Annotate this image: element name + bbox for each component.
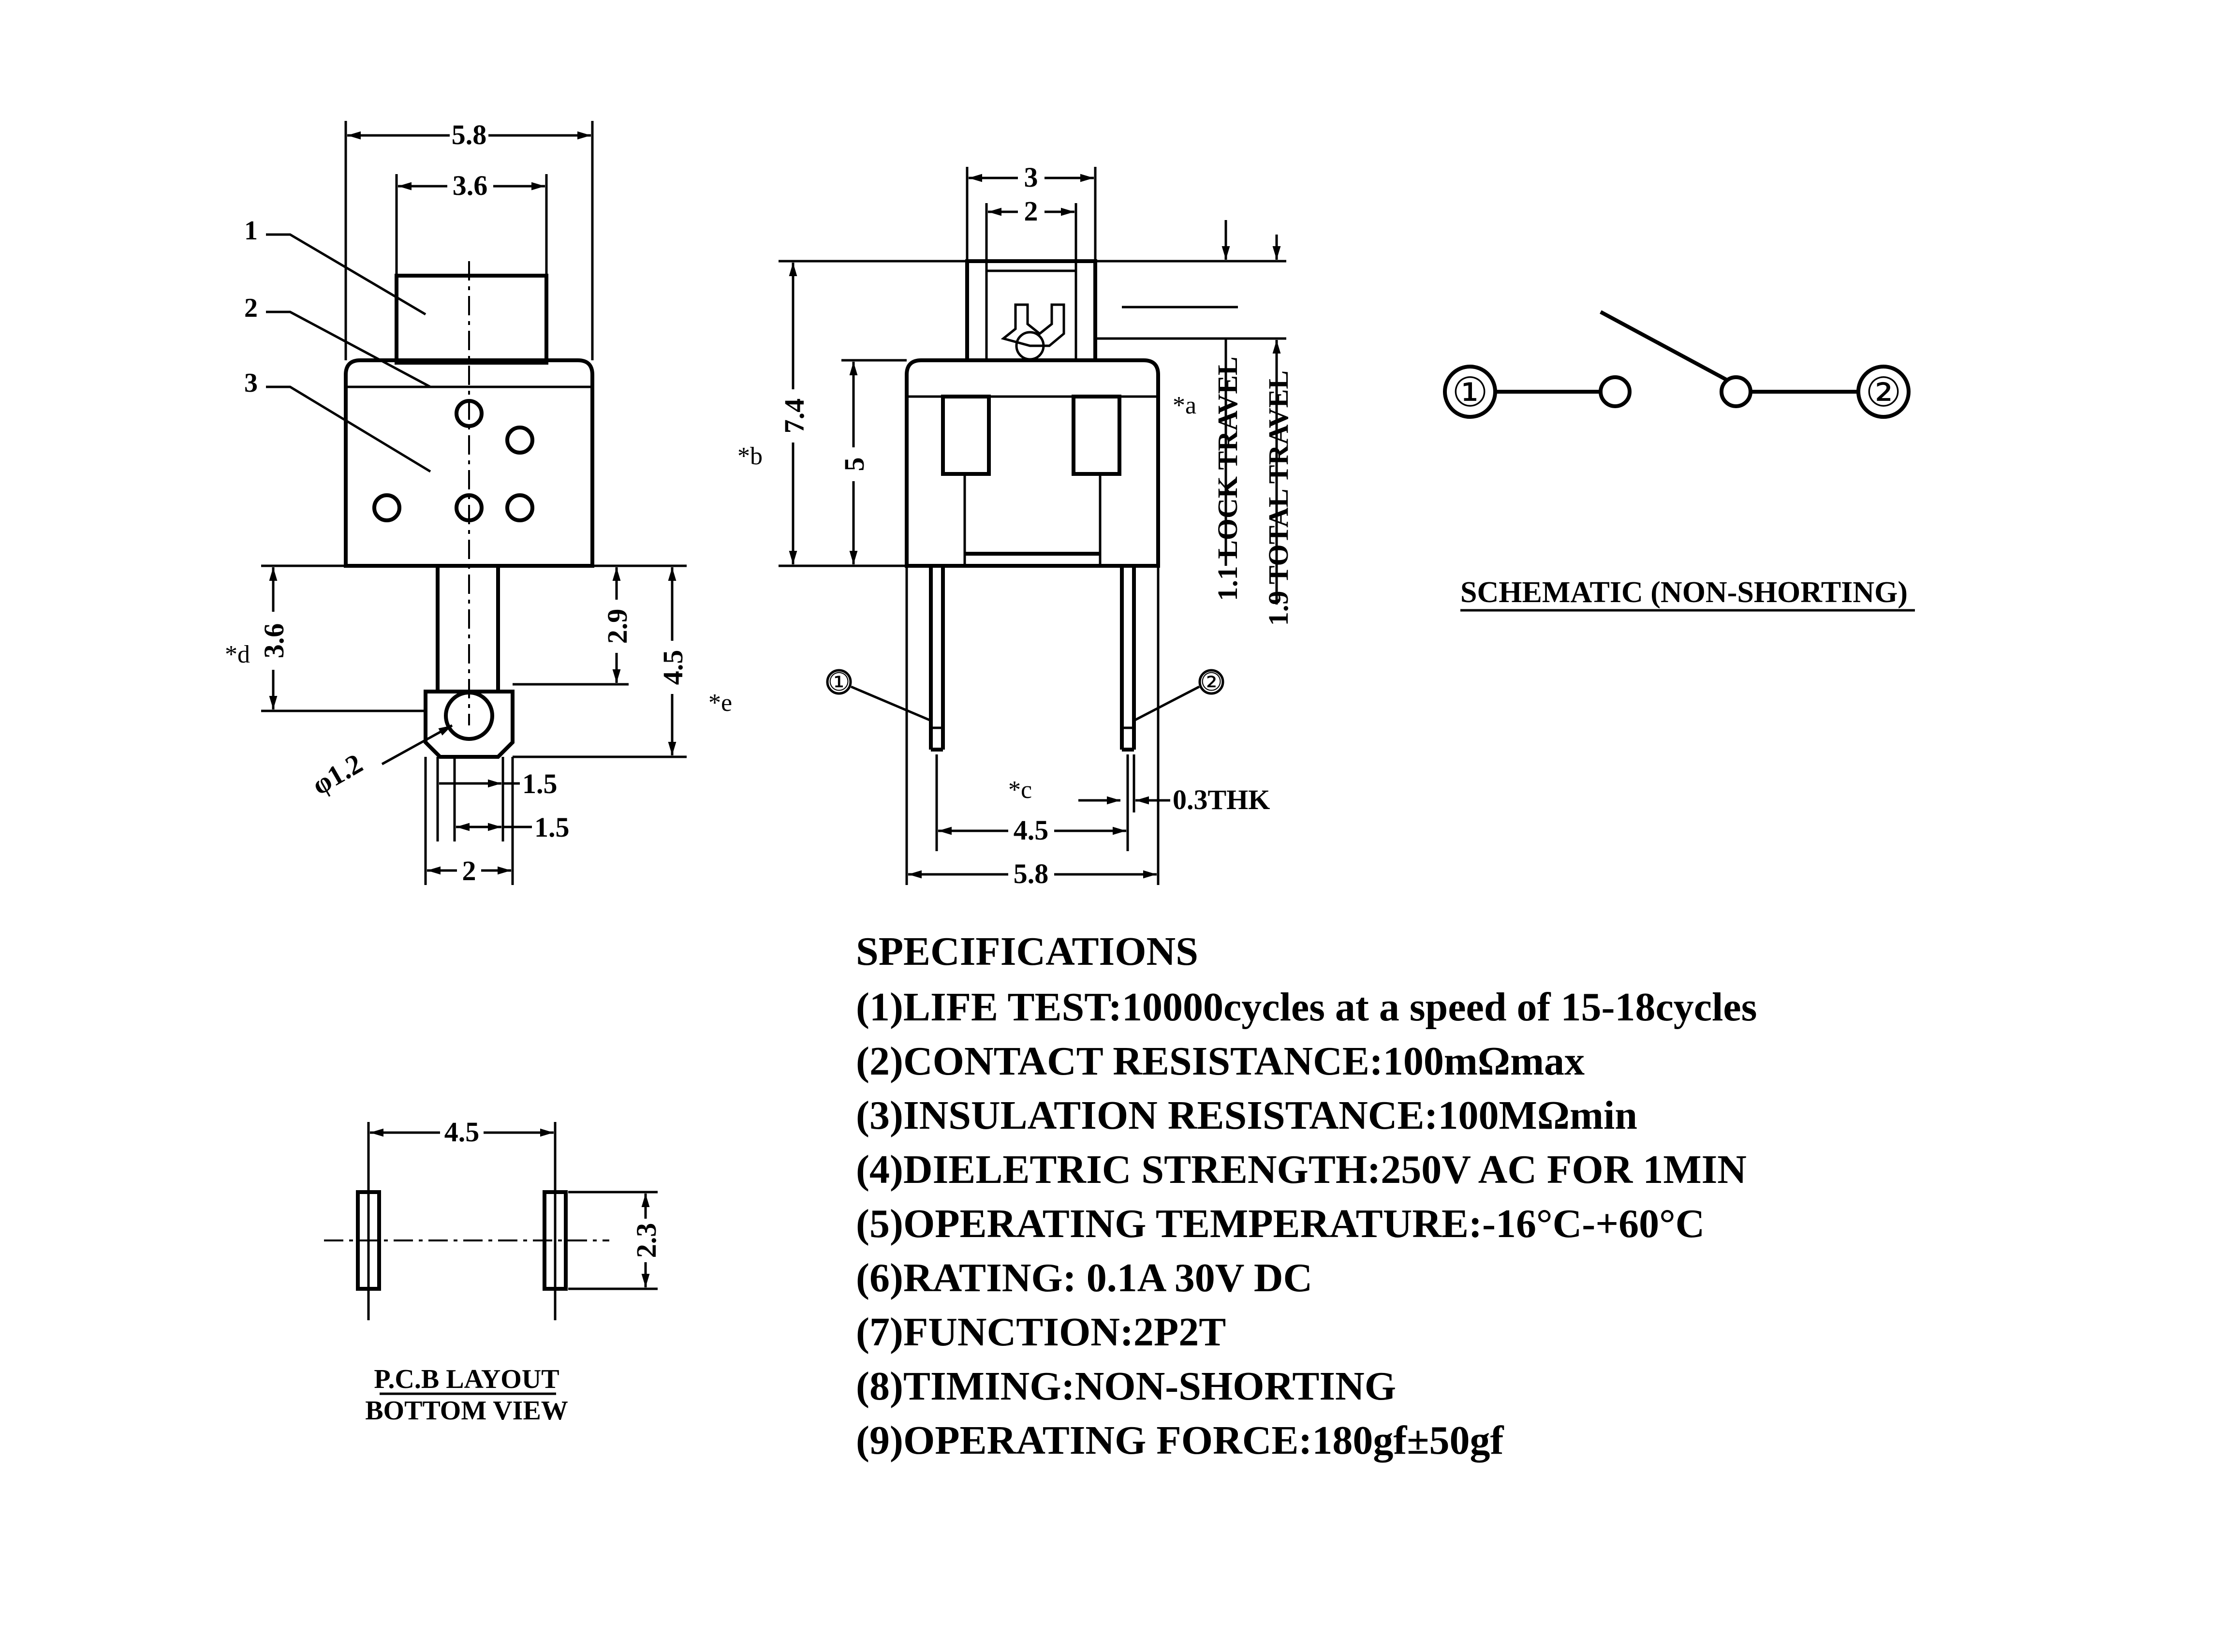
- dim-hole-dia: φ1.2: [307, 748, 368, 801]
- dim-pin-w1: 1.5: [522, 768, 558, 799]
- pcb-layout: 4.5 2.3 P.C.B LAYOUT BOTTOM VIEW: [324, 1116, 662, 1426]
- callout-d: *d: [225, 641, 250, 668]
- dim-pin-w3: 2: [462, 855, 476, 886]
- spec-item-5: (5)OPERATING TEMPERATURE:-16°C-+60°C: [856, 1201, 1705, 1246]
- spec-title: SPECIFICATIONS: [856, 929, 1198, 974]
- spec-item-1: (1)LIFE TEST:10000cycles at a speed of 1…: [856, 985, 1757, 1030]
- dim-width-total: 5.8: [452, 119, 487, 150]
- part-label-3: 3: [244, 368, 258, 398]
- dim-body-height: 5: [838, 457, 870, 472]
- hole: [505, 493, 534, 522]
- hole: [455, 493, 484, 522]
- front-view: 1 2 3 5.8 3.6 3.6 *d 2.9 4.5: [225, 119, 732, 886]
- callout-e: *e: [708, 689, 732, 717]
- schematic-terminal-1: ①: [1452, 370, 1488, 415]
- part-label-1: 1: [244, 216, 258, 246]
- dim-pin-pitch: 4.5: [1014, 814, 1049, 846]
- pcb-caption-line2: BOTTOM VIEW: [365, 1396, 568, 1426]
- side-view: ① ② 3 2 7.4 *b 5 1.1 LOCK TRAVEL: [737, 162, 1294, 889]
- side-terminal-2: ②: [1200, 669, 1223, 696]
- dim-total-travel: 1.9 TOTAL TRAVEL: [1263, 370, 1294, 626]
- plunger-spring: [1000, 303, 1065, 347]
- pin-hole: [444, 691, 494, 741]
- front-body: [344, 358, 594, 568]
- dim-pin-offset: 2.9: [602, 609, 633, 644]
- pcb-caption-line1: P.C.B LAYOUT: [374, 1364, 559, 1394]
- dim-height-total: 7.4: [779, 398, 810, 434]
- side-terminal-1: ①: [828, 669, 851, 696]
- schematic: ① ② SCHEMATIC (NON-SHORTING): [1443, 310, 1915, 612]
- pin-tip: [424, 690, 515, 759]
- dim-thickness: 0.3THK: [1173, 784, 1270, 815]
- dim-lock-travel: 1.1 LOCK TRAVEL: [1212, 356, 1243, 601]
- part-label-2: 2: [244, 293, 258, 323]
- specifications: SPECIFICATIONS (1)LIFE TEST:10000cycles …: [856, 929, 1757, 1463]
- actuator: [395, 274, 548, 365]
- dim-top-inner: 2: [1024, 195, 1038, 227]
- schematic-terminal-2: ②: [1865, 370, 1901, 415]
- pcb-pad-length: 2.3: [631, 1223, 662, 1258]
- dim-pin-w2: 1.5: [534, 811, 570, 843]
- switch-lever: [1600, 310, 1727, 382]
- hole: [372, 493, 401, 522]
- spec-item-9: (9)OPERATING FORCE:180gf±50gf: [856, 1418, 1504, 1463]
- dim-pin-total: 4.5: [657, 650, 689, 685]
- hole: [505, 426, 534, 455]
- pcb-pitch: 4.5: [444, 1116, 480, 1148]
- callout-b: *b: [737, 442, 763, 470]
- hole: [455, 399, 484, 428]
- contact-right: [1720, 375, 1752, 408]
- callout-a: *a: [1173, 392, 1196, 419]
- callout-c: *c: [1008, 776, 1032, 804]
- spec-item-6: (6)RATING: 0.1A 30V DC: [856, 1255, 1312, 1300]
- schematic-caption: SCHEMATIC (NON-SHORTING): [1460, 576, 1908, 609]
- side-body: [905, 358, 1160, 568]
- spec-item-7: (7)FUNCTION:2P2T: [856, 1310, 1226, 1355]
- dim-pin-length: 3.6: [258, 623, 290, 659]
- spec-item-4: (4)DIELETRIC STRENGTH:250V AC FOR 1MIN: [856, 1147, 1747, 1192]
- dim-body-width: 5.8: [1014, 858, 1049, 889]
- dim-actuator-width: 3.6: [453, 170, 488, 201]
- contact-left: [1599, 375, 1632, 408]
- spec-item-3: (3)INSULATION RESISTANCE:100MΩmin: [856, 1093, 1637, 1138]
- spec-item-8: (8)TIMING:NON-SHORTING: [856, 1364, 1396, 1409]
- spec-item-2: (2)CONTACT RESISTANCE:100mΩmax: [856, 1039, 1585, 1084]
- dim-top-outer: 3: [1024, 162, 1038, 193]
